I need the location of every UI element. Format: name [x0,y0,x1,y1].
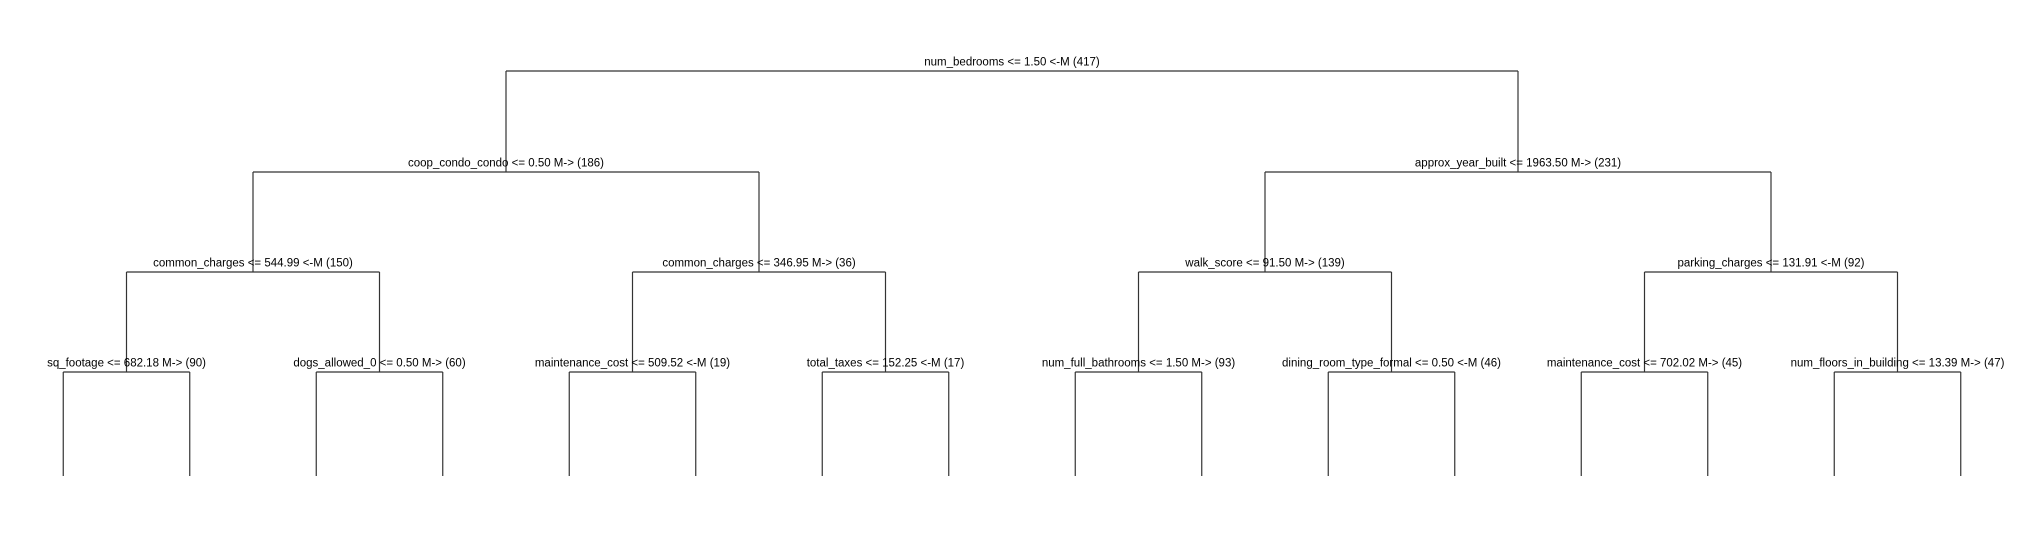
split-label: walk_score <= 91.50 M-> (139) [1185,257,1345,270]
split-label: dogs_allowed_0 <= 0.50 M-> (60) [293,357,466,370]
split-label: coop_condo_condo <= 0.50 M-> (186) [408,157,604,170]
split-label: maintenance_cost <= 509.52 <-M (19) [534,357,731,370]
split-label: maintenance_cost <= 702.02 M-> (45) [1546,357,1743,370]
split-label: approx_year_built <= 1963.50 M-> (231) [1414,157,1622,170]
split-label: common_charges <= 346.95 M-> (36) [662,257,856,270]
split-label: sq_footage <= 682.18 M-> (90) [47,357,206,370]
split-label: num_floors_in_building <= 13.39 M-> (47) [1790,357,2005,370]
split-label: parking_charges <= 131.91 <-M (92) [1677,257,1865,270]
split-label: total_taxes <= 152.25 <-M (17) [806,357,965,370]
split-label: common_charges <= 544.99 <-M (150) [153,257,353,270]
split-label: num_full_bathrooms <= 1.50 M-> (93) [1041,357,1236,370]
split-label: num_bedrooms <= 1.50 <-M (417) [924,56,1100,69]
split-label: dining_room_type_formal <= 0.50 <-M (46) [1282,357,1501,370]
